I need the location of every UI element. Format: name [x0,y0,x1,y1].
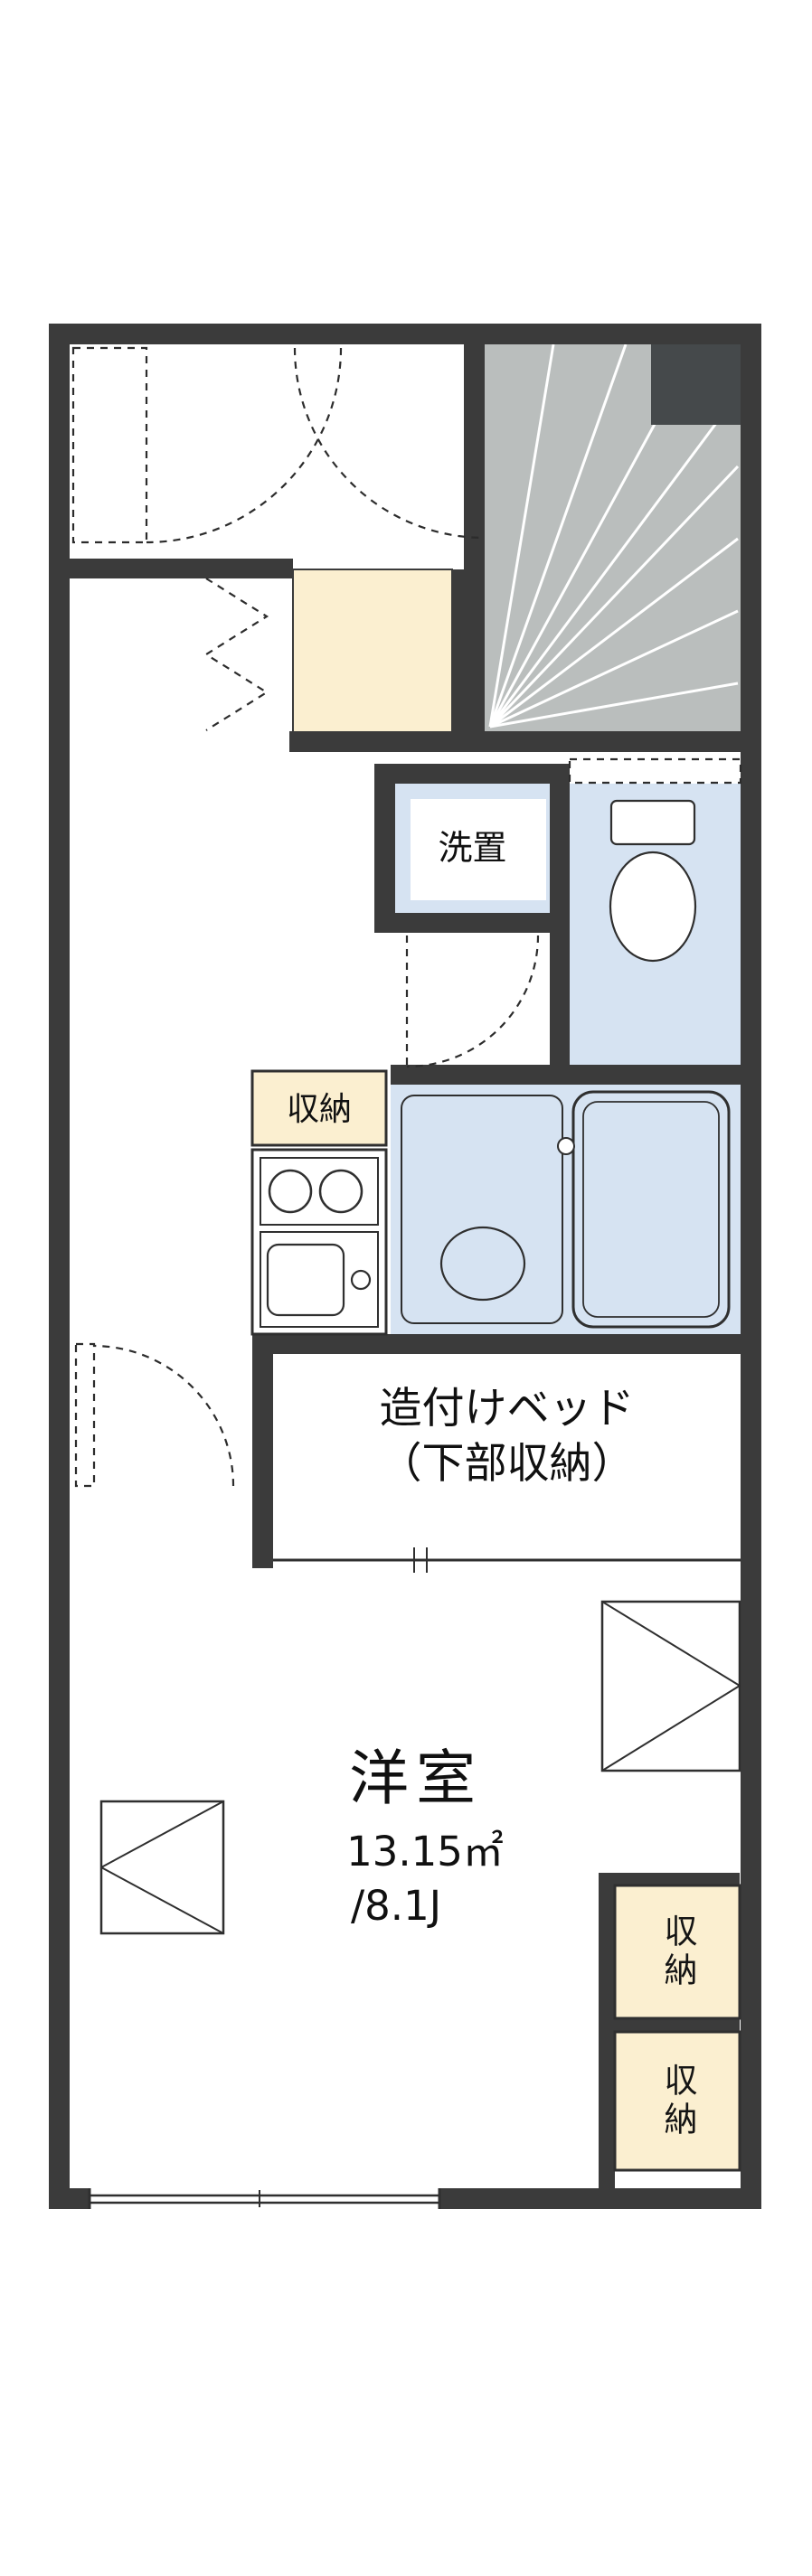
hatch-symbols [99,1600,741,1935]
toilet-fixture [609,799,697,963]
storage-bottom-label: 収納 [658,2062,697,2140]
wall-corridor [289,731,761,752]
folding-door-icon [203,578,269,731]
kitchen-storage-box [250,1069,388,1147]
wall-washer-top [374,764,570,784]
wall-closet-divider [599,2018,740,2032]
walls [49,324,761,2209]
washroom-door-arc [406,935,540,1068]
stove-burner-left-icon [268,1169,313,1214]
wall-bath-top [391,1065,761,1085]
bathtub-inner [582,1101,720,1318]
wall-washer-left [374,764,395,933]
sink-bowl [266,1243,345,1317]
wall-closet-top [599,1873,740,1885]
wall-bed-left [252,1334,273,1568]
wall-right [741,324,761,2209]
bathroom-fixtures [401,1090,731,1329]
room-fills [292,569,741,1334]
faucet-icon [350,1269,372,1291]
room-name-label: 洋室 [349,1744,483,1813]
shower-area-outline [401,1095,563,1324]
storage-top-box [613,1884,741,2020]
bathtub [571,1090,731,1329]
wall-toilet-partition [550,764,570,1085]
hall-door-arc [293,347,486,540]
wall-left [49,324,70,2209]
room-door-leaf [74,1342,96,1488]
storage-bottom-box [613,2030,741,2172]
wall-entry-divider [49,559,293,578]
bed-label-line2: （下部収納） [379,1439,635,1490]
right-hatch-box [600,1600,741,1772]
left-hatch-box [99,1800,225,1935]
right-storages [613,1884,741,2172]
entry-closet-dashed [71,346,148,544]
kitchen-storage-label: 収納 [286,1091,352,1128]
room-area-tatami: /8.1J [351,1882,441,1930]
wall-washer-bottom [374,913,570,933]
bed-edge [273,1547,741,1573]
dashed-doors [71,346,742,1488]
drain-icon [557,1137,575,1155]
entry-door-arc [146,347,343,544]
staircase [485,324,741,731]
bed-label-line1: 造付けベッド [379,1384,635,1434]
bottom-window [88,2188,441,2209]
washbasin-icon [439,1226,526,1302]
room-area-sqm: 13.15㎡ [346,1828,504,1876]
kitchen [250,1069,388,1336]
bathroom-floor [391,1085,741,1334]
storage-top-label: 収納 [658,1913,697,1991]
wall-bed-top [252,1334,761,1354]
toilet-tank-icon [609,799,696,846]
window-opening [90,2188,439,2209]
wall-genkan-right [452,569,485,752]
washer-pan [411,799,546,900]
built-in-bed-label: 造付けベッド （下部収納） [273,1381,741,1491]
washer-room-label: 洗置 [438,828,507,868]
genkan-floor [292,569,453,733]
wall-top [49,324,761,344]
toilet-bowl-icon [609,851,697,963]
room-door-arc [92,1344,235,1487]
stove-burner-right-icon [318,1169,364,1214]
toilet-shelf-dashed [568,757,742,785]
